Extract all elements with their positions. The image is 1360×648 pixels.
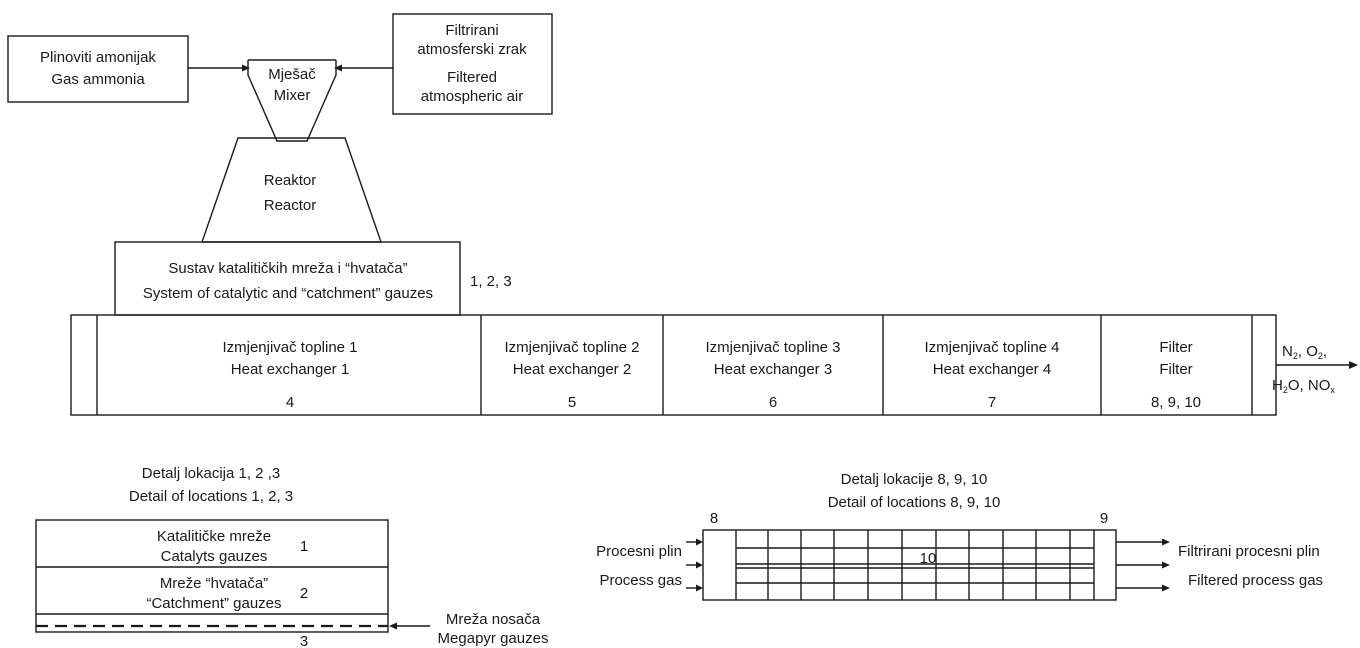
- reactor-block: Reaktor Reactor: [201, 137, 382, 243]
- hx4-location: 7: [988, 394, 996, 411]
- inlet-label-hr: Procesni plin: [596, 543, 682, 560]
- reactor-label-en: Reactor: [264, 197, 317, 214]
- outlet-label-hr: Filtrirani procesni plin: [1178, 543, 1320, 560]
- hx3-location: 6: [769, 394, 777, 411]
- heat-exchanger-3: Izmjenjivač topline 3 Heat exchanger 3 6: [705, 339, 840, 411]
- catalytic-label-en: System of catalytic and “catchment” gauz…: [143, 285, 433, 302]
- detail-right-title-hr: Detalj lokacije 8, 9, 10: [841, 471, 988, 488]
- layer2-label-en: “Catchment” gauzes: [146, 595, 281, 612]
- hx1-location: 4: [286, 394, 294, 411]
- filter-section-number: 10: [920, 550, 937, 567]
- outlet-gases-line2: H2O, NOx: [1272, 377, 1335, 395]
- ammonia-label-hr: Plinoviti amonijak: [40, 49, 156, 66]
- feed-arrows: [188, 64, 393, 72]
- inlet-label-en: Process gas: [599, 572, 682, 589]
- mixer-block: Mješač Mixer: [247, 59, 337, 142]
- catalytic-locations: 1, 2, 3: [470, 273, 512, 290]
- hx4-label-en: Heat exchanger 4: [933, 361, 1051, 378]
- filter-label-hr: Filter: [1159, 339, 1192, 356]
- heat-exchanger-2: Izmjenjivač topline 2 Heat exchanger 2 5: [504, 339, 639, 411]
- catalytic-system-block: Sustav katalitičkih mreža i “hvatača” Sy…: [114, 241, 512, 316]
- hx4-label-hr: Izmjenjivač topline 4: [924, 339, 1059, 356]
- ammonia-input-block: Plinoviti amonijak Gas ammonia: [7, 35, 189, 103]
- air-label-en-2: atmospheric air: [421, 88, 524, 105]
- hx3-label-hr: Izmjenjivač topline 3: [705, 339, 840, 356]
- hx2-label-hr: Izmjenjivač topline 2: [504, 339, 639, 356]
- layer1-number: 1: [300, 538, 308, 555]
- catalytic-label-hr: Sustav katalitičkih mreža i “hvatača”: [168, 260, 407, 277]
- heat-exchanger-1: Izmjenjivač topline 1 Heat exchanger 1 4: [222, 339, 357, 411]
- layer1-label-en: Catalyts gauzes: [161, 548, 268, 565]
- hx1-label-hr: Izmjenjivač topline 1: [222, 339, 357, 356]
- hx2-location: 5: [568, 394, 576, 411]
- filter-location: 8, 9, 10: [1151, 394, 1201, 411]
- outlet-section-number: 9: [1100, 510, 1108, 527]
- mixer-label-hr: Mješač: [268, 66, 316, 83]
- layer2-label-hr: Mreže “hvatača”: [160, 575, 268, 592]
- layer2-number: 2: [300, 585, 308, 602]
- hx1-label-en: Heat exchanger 1: [231, 361, 349, 378]
- detail-right-title-en: Detail of locations 8, 9, 10: [828, 494, 1001, 511]
- process-train: Izmjenjivač topline 1 Heat exchanger 1 4…: [70, 314, 1277, 416]
- ammonia-label-en: Gas ammonia: [51, 71, 145, 88]
- detail-filter: Detalj lokacije 8, 9, 10 Detail of locat…: [596, 471, 1323, 601]
- heat-exchanger-4: Izmjenjivač topline 4 Heat exchanger 4 7: [924, 339, 1059, 411]
- detail-catalyst-layers: Detalj lokacija 1, 2 ,3 Detail of locati…: [35, 465, 549, 648]
- hx3-label-en: Heat exchanger 3: [714, 361, 832, 378]
- filter-unit: Filter Filter 8, 9, 10: [1151, 339, 1201, 411]
- hx2-label-en: Heat exchanger 2: [513, 361, 631, 378]
- detail-left-title-en: Detail of locations 1, 2, 3: [129, 488, 293, 505]
- outlet-arrows: [1116, 538, 1170, 592]
- air-label-hr-2: atmosferski zrak: [417, 41, 527, 58]
- layer1-label-hr: Katalitičke mreže: [157, 528, 271, 545]
- inlet-arrows: [686, 538, 703, 592]
- mixer-label-en: Mixer: [274, 87, 311, 104]
- air-input-block: Filtrirani atmosferski zrak Filtered atm…: [392, 13, 553, 115]
- air-label-hr-1: Filtrirani: [445, 22, 498, 39]
- reactor-label-hr: Reaktor: [264, 172, 317, 189]
- filter-label-en: Filter: [1159, 361, 1192, 378]
- support-label-en: Megapyr gauzes: [438, 630, 549, 647]
- air-label-en-1: Filtered: [447, 69, 497, 86]
- inlet-section-number: 8: [710, 510, 718, 527]
- outlet-stream: N2, O2, H2O, NOx: [1272, 343, 1358, 395]
- support-label-hr: Mreža nosača: [446, 611, 541, 628]
- detail-left-title-hr: Detalj lokacija 1, 2 ,3: [142, 465, 280, 482]
- outlet-gases-line1: N2, O2,: [1282, 343, 1327, 361]
- layer3-number: 3: [300, 633, 308, 648]
- filter-grid: [736, 530, 1094, 600]
- outlet-label-en: Filtered process gas: [1188, 572, 1323, 589]
